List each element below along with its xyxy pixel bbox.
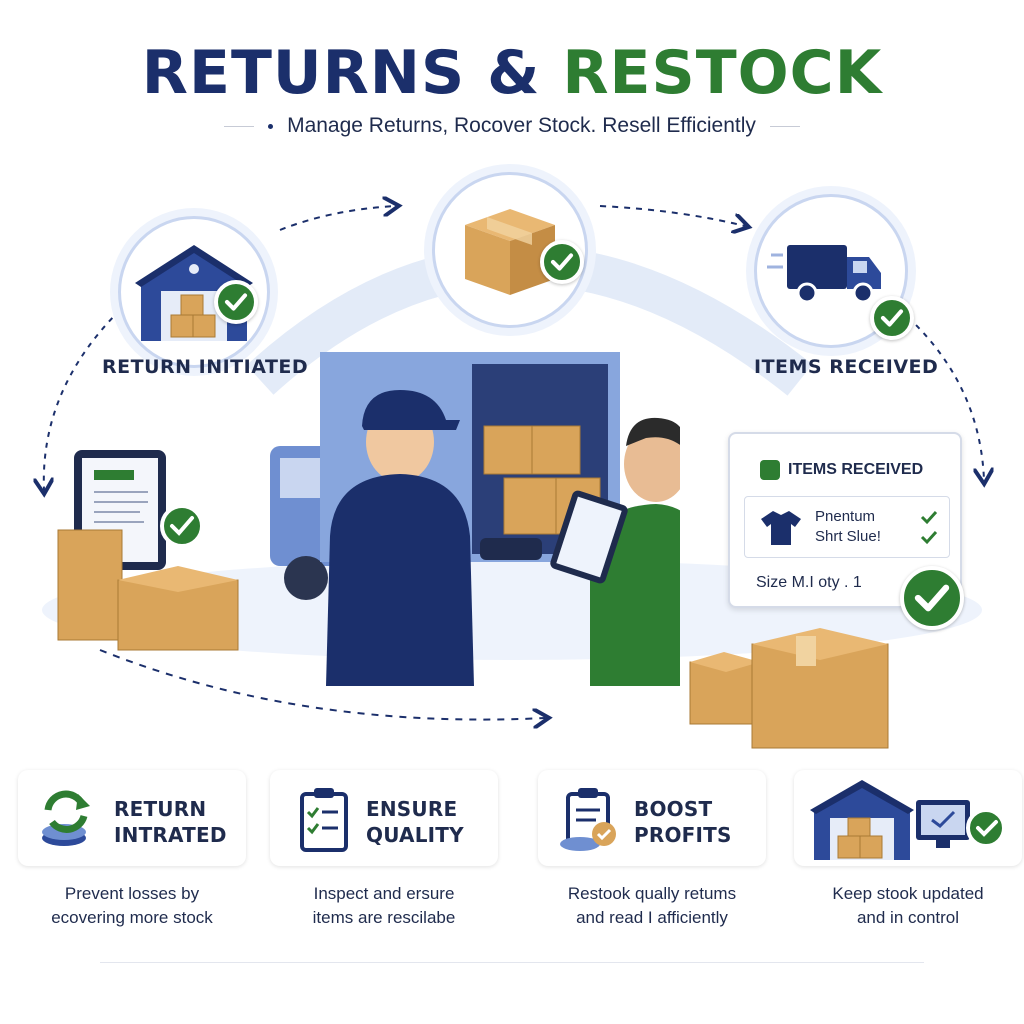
- check-icon: [870, 296, 914, 340]
- item-row: Pnentum Shrt Slue!: [744, 496, 950, 558]
- feature-title-line1: ENSURE: [366, 797, 458, 821]
- feature-title-line2: QUALITY: [366, 823, 464, 847]
- bullet-dot: [268, 123, 274, 129]
- clipboard-coins-icon: [560, 788, 616, 851]
- item-name-line1: Pnentum: [815, 508, 876, 525]
- feature-desc-line1: Inspect and ersure: [313, 884, 455, 903]
- tick-icon: [920, 510, 938, 545]
- divider-line: [769, 125, 800, 127]
- refresh-stack-icon: [42, 790, 90, 846]
- feature-desc-line2: and in control: [856, 908, 960, 927]
- feature-desc-line1: Keep stook updated: [832, 884, 984, 903]
- feature-title: RETURN INTRATED: [114, 796, 244, 848]
- subtitle-row: Manage Returns, Rocover Stock. Resell Ef…: [0, 114, 1024, 138]
- item-name-line2: Shrt Slue!: [815, 528, 881, 545]
- feature-desc-line2: items are rescilabe: [312, 908, 456, 927]
- feature-description: Keep stook updated and in control: [794, 882, 1022, 930]
- feature-card: [18, 770, 246, 866]
- delivery-truck-icon: [767, 245, 881, 304]
- feature-description: Inspect and ersure items are rescilabe: [270, 882, 498, 930]
- step-circle-box: [432, 172, 588, 328]
- feature-title-line1: RETURN: [114, 797, 207, 821]
- bottom-divider: [100, 962, 924, 963]
- feature-title: BOOST PROFITS: [634, 796, 764, 848]
- feature-desc-line1: Restook qually retums: [567, 884, 737, 903]
- shirt-icon: [761, 511, 801, 545]
- feature-return-initiated: RETURN INTRATED Prevent losses by ecover…: [18, 770, 246, 950]
- subtitle: Manage Returns, Rocover Stock. Resell Ef…: [287, 114, 756, 137]
- feature-keep-stock-updated: Keep stook updated and in control: [794, 770, 1022, 950]
- feature-title: ENSURE QUALITY: [366, 796, 496, 848]
- feature-desc-line2: ecovering more stock: [51, 908, 213, 927]
- warehouse-monitor-icon: [810, 780, 1006, 860]
- process-scene: RETURN INITIATED ITEMS RECEIVED: [0, 150, 1024, 750]
- feature-description: Prevent losses by ecovering more stock: [18, 882, 246, 930]
- return-document-boxes: [57, 450, 239, 651]
- title-part-returns: RETURNS &: [141, 38, 541, 108]
- page-title: RETURNS & RESTOCK: [0, 38, 1024, 108]
- checklist-clipboard-icon: [300, 788, 348, 852]
- card-heading-text: ITEMS RECEIVED: [788, 461, 924, 478]
- restock-boxes: [689, 628, 889, 749]
- step-label-items-received: ITEMS RECEIVED: [754, 356, 939, 378]
- feature-desc-line2: and read I afficiently: [576, 908, 728, 927]
- feature-title-line2: INTRATED: [114, 823, 227, 847]
- divider-line: [224, 125, 255, 127]
- feature-boost-profits: BOOST PROFITS Restook qually retums and …: [538, 770, 766, 950]
- features-row: RETURN INTRATED Prevent losses by ecover…: [18, 770, 1022, 950]
- title-part-restock: RESTOCK: [562, 38, 883, 108]
- feature-title-line1: BOOST: [634, 797, 713, 821]
- feature-ensure-quality: ENSURE QUALITY Inspect and ersure items …: [270, 770, 498, 950]
- check-icon: [214, 280, 258, 324]
- item-name: Pnentum Shrt Slue!: [815, 507, 881, 547]
- check-icon: [540, 240, 584, 284]
- feature-description: Restook qually retums and read I afficie…: [538, 882, 766, 930]
- size-quantity: Size M.I oty . 1: [756, 574, 862, 591]
- feature-title-line2: PROFITS: [634, 823, 732, 847]
- handover-illustration: [270, 352, 680, 686]
- feature-desc-line1: Prevent losses by: [64, 884, 200, 903]
- checkbox-icon: [760, 460, 780, 480]
- box-icon: [465, 209, 555, 295]
- step-label-return-initiated: RETURN INITIATED: [102, 356, 309, 378]
- check-icon: [900, 566, 964, 630]
- card-heading: ITEMS RECEIVED: [760, 460, 923, 480]
